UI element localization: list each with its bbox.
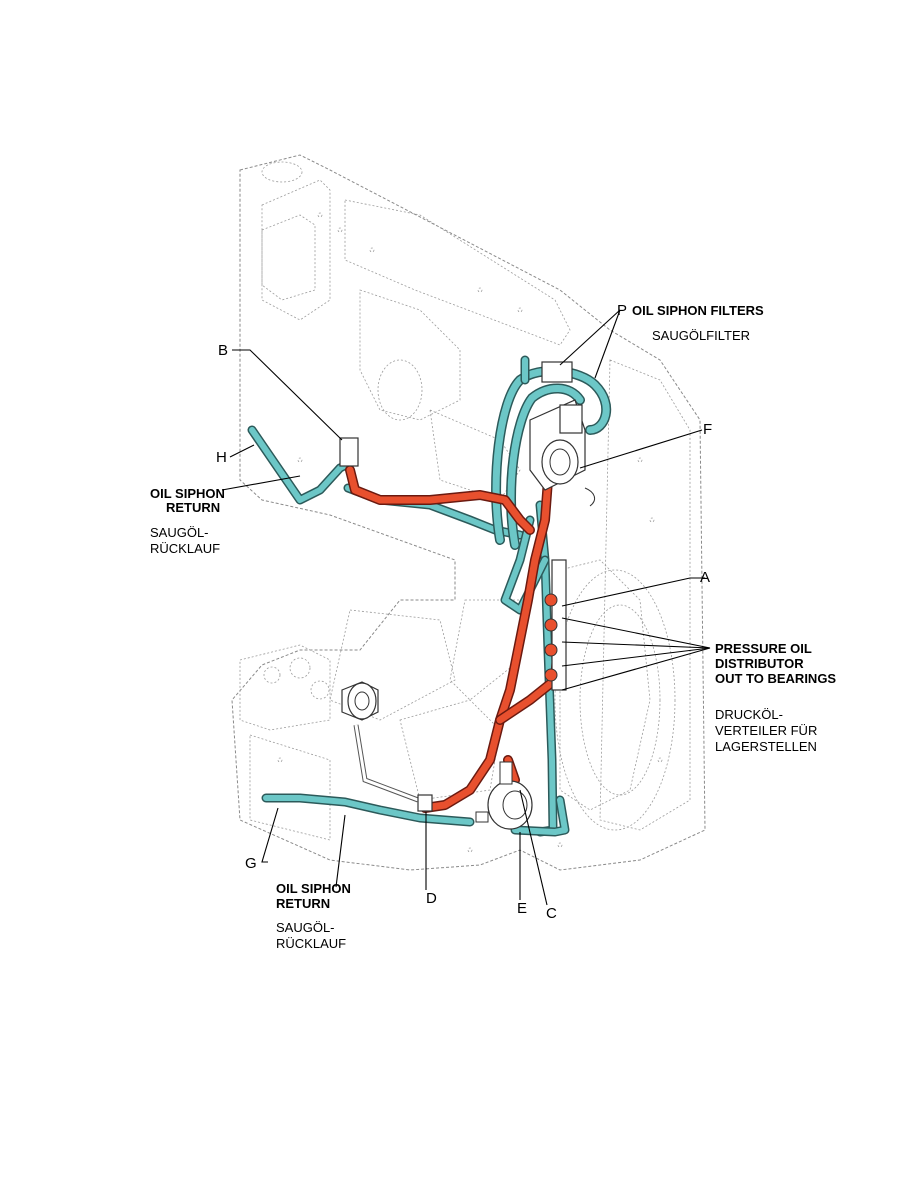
- fitting-d: [417, 794, 433, 812]
- leader-lines: [221, 309, 711, 906]
- label-saugoel-bottom-2: RÜCKLAUF: [276, 936, 346, 951]
- label-saugoel-top-2: RÜCKLAUF: [150, 541, 220, 556]
- filter-housing: [529, 361, 596, 507]
- label-oil-siphon-return-top-1: OIL SIPHON: [150, 486, 225, 501]
- callout-g: G: [245, 855, 257, 872]
- labels: OIL SIPHON FILTERS SAUGÖLFILTER OIL SIPH…: [150, 303, 836, 951]
- callout-d: D: [426, 890, 437, 907]
- callouts: P F B H A G D E C: [216, 302, 712, 922]
- label-saugoelfilter: SAUGÖLFILTER: [652, 328, 750, 343]
- label-oil-siphon-return-bottom-1: OIL SIPHON: [276, 881, 351, 896]
- callout-f: F: [703, 421, 712, 438]
- pressure-pipe-main: [420, 475, 553, 813]
- fitting-b: [339, 437, 359, 467]
- callout-b: B: [218, 342, 228, 359]
- callout-p: P: [617, 302, 627, 319]
- label-oil-siphon-filters: OIL SIPHON FILTERS: [632, 303, 764, 318]
- siphon-pipe-g: [261, 793, 475, 827]
- label-oil-siphon-return-top-2: RETURN: [166, 500, 220, 515]
- filter-cartridge: [341, 681, 419, 803]
- label-druckoel-2: VERTEILER FÜR: [715, 723, 817, 738]
- callout-e: E: [517, 900, 527, 917]
- label-oil-siphon-return-bottom-2: RETURN: [276, 896, 330, 911]
- label-pressure-oil-3: OUT TO BEARINGS: [715, 671, 836, 686]
- figure-panel: [146, 134, 816, 974]
- label-saugoel-bottom-1: SAUGÖL-: [276, 920, 335, 935]
- distributor-block: [544, 559, 567, 691]
- label-druckoel-3: LAGERSTELLEN: [715, 739, 817, 754]
- label-saugoel-top-1: SAUGÖL-: [150, 525, 209, 540]
- label-pressure-oil-1: PRESSURE OIL: [715, 641, 812, 656]
- callout-c: C: [546, 905, 557, 922]
- callout-a: A: [700, 569, 710, 586]
- label-pressure-oil-2: DISTRIBUTOR: [715, 656, 804, 671]
- siphon-pipe-bottom-right: [510, 795, 570, 837]
- pressure-pipe-b: [345, 465, 535, 535]
- callout-h: H: [216, 449, 227, 466]
- label-druckoel-1: DRUCKÖL-: [715, 707, 783, 722]
